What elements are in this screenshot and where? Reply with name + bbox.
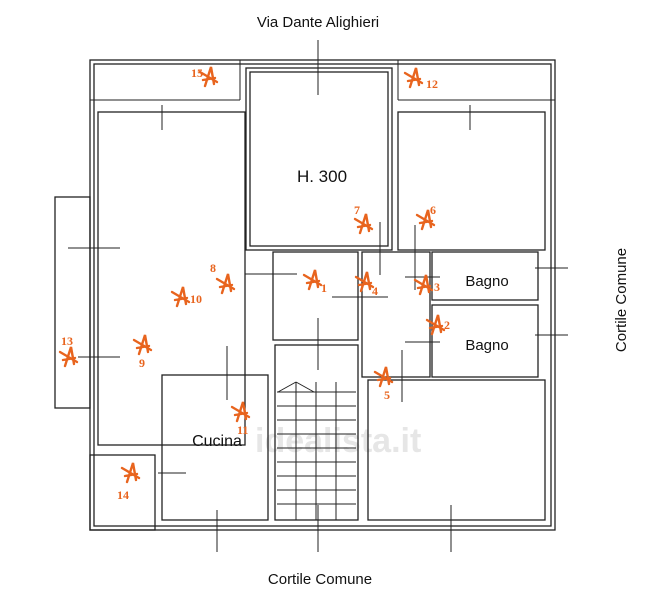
photo-marker-number: 15 bbox=[191, 66, 203, 80]
photo-marker-15[interactable]: 15 bbox=[191, 66, 219, 88]
camera-icon bbox=[302, 269, 323, 291]
camera-icon bbox=[425, 314, 446, 336]
camera-icon bbox=[415, 209, 436, 231]
camera-icon bbox=[120, 462, 141, 484]
photo-marker-number: 12 bbox=[426, 77, 438, 91]
kitchen-label: Cucina bbox=[192, 433, 242, 450]
street-label-top: Via Dante Alighieri bbox=[257, 14, 379, 31]
camera-icon bbox=[132, 334, 153, 356]
photo-marker-number: 13 bbox=[61, 334, 73, 348]
photo-marker-number: 7 bbox=[354, 203, 360, 217]
photo-marker-number: 10 bbox=[190, 292, 202, 306]
camera-icon bbox=[170, 286, 191, 308]
photo-marker-number: 11 bbox=[237, 423, 248, 437]
photo-marker-12[interactable]: 12 bbox=[403, 67, 438, 91]
photo-marker-number: 2 bbox=[444, 318, 450, 332]
stairs bbox=[277, 381, 356, 520]
photo-marker-5[interactable]: 5 bbox=[373, 366, 394, 402]
photo-marker-3[interactable]: 3 bbox=[413, 274, 440, 296]
photo-marker-number: 1 bbox=[321, 281, 327, 295]
photo-marker-9[interactable]: 9 bbox=[132, 334, 153, 370]
watermark: idealista.it bbox=[255, 422, 421, 460]
photo-marker-11[interactable]: 11 bbox=[230, 401, 251, 437]
street-label-bottom: Cortile Comune bbox=[268, 571, 372, 588]
photo-marker-number: 6 bbox=[430, 203, 436, 217]
photo-marker-8[interactable]: 8 bbox=[210, 261, 236, 295]
room-height-label: H. 300 bbox=[297, 167, 347, 186]
photo-marker-number: 4 bbox=[372, 284, 378, 298]
section-lines bbox=[68, 40, 568, 552]
walls bbox=[54, 59, 556, 531]
photo-marker-10[interactable]: 10 bbox=[170, 286, 202, 308]
bathroom-label-2: Bagno bbox=[465, 337, 508, 354]
camera-icon bbox=[215, 273, 236, 295]
bathroom-label-1: Bagno bbox=[465, 273, 508, 290]
photo-marker-6[interactable]: 6 bbox=[415, 203, 436, 231]
camera-icon bbox=[413, 274, 434, 296]
photo-marker-1[interactable]: 1 bbox=[302, 269, 327, 295]
photo-marker-number: 3 bbox=[434, 280, 440, 294]
photo-marker-14[interactable]: 14 bbox=[117, 462, 141, 502]
photo-marker-13[interactable]: 13 bbox=[58, 334, 79, 368]
photo-marker-number: 9 bbox=[139, 356, 145, 370]
camera-icon bbox=[373, 366, 394, 388]
photo-marker-number: 14 bbox=[117, 488, 129, 502]
camera-icon bbox=[354, 271, 375, 293]
camera-icon bbox=[230, 401, 251, 423]
camera-icon bbox=[403, 67, 424, 89]
photo-marker-4[interactable]: 4 bbox=[354, 271, 378, 298]
camera-icon bbox=[58, 346, 79, 368]
camera-icon bbox=[353, 213, 374, 235]
camera-icon bbox=[198, 66, 219, 88]
street-label-right: Cortile Comune bbox=[613, 248, 630, 352]
photo-marker-7[interactable]: 7 bbox=[353, 203, 374, 235]
photo-marker-2[interactable]: 2 bbox=[425, 314, 450, 336]
photo-marker-number: 5 bbox=[384, 388, 390, 402]
photo-marker-number: 8 bbox=[210, 261, 216, 275]
